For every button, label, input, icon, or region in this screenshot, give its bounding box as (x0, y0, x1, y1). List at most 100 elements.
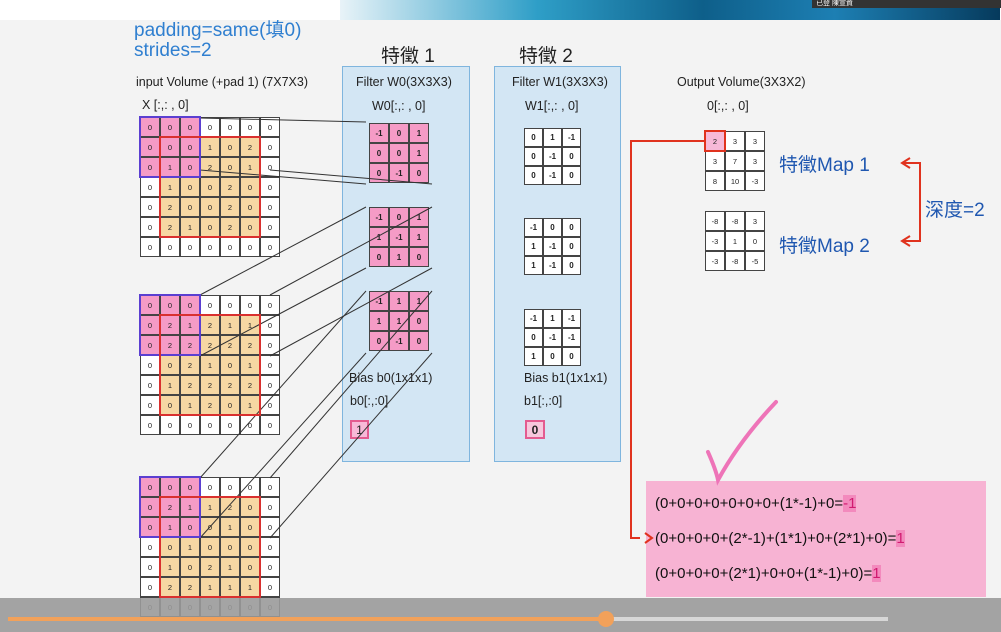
calc-line-2: (0+0+0+0+(2*-1)+(1*1)+0+(2*1)+0)=1 (655, 530, 905, 547)
grid-cell: 1 (524, 237, 543, 256)
grid-cell: -3 (705, 231, 725, 251)
grid-cell: -1 (369, 207, 389, 227)
connector-line (269, 206, 433, 296)
grid-cell: 2 (220, 375, 240, 395)
grid-cell: 2 (240, 375, 260, 395)
filter-w0-slice-label: W0[:,: , 0] (372, 99, 426, 113)
bias-b1-value: 0 (525, 420, 545, 439)
grid-cell: 2 (200, 557, 220, 577)
result-arrowhead (644, 532, 654, 544)
connector-line (199, 267, 367, 357)
grid-cell: 1 (369, 311, 389, 331)
video-progress-fill (8, 617, 607, 621)
grid-cell: 0 (220, 537, 240, 557)
connector-line (199, 169, 367, 185)
grid-cell: 1 (409, 123, 429, 143)
grid-cell: 0 (524, 166, 543, 185)
grid-cell: 2 (180, 375, 200, 395)
grid-cell: 0 (140, 197, 160, 217)
input-volume-title: input Volume (+pad 1) (7X7X3) (136, 75, 308, 89)
grid-cell: -1 (543, 147, 562, 166)
grid-cell: 0 (389, 143, 409, 163)
grid-cell: 0 (140, 415, 160, 435)
grid-cell: 3 (745, 131, 765, 151)
bias-b0-label: b0[:,:0] (350, 394, 389, 408)
grid-cell: 0 (562, 166, 581, 185)
connector-line (199, 290, 367, 479)
result-arrow (630, 140, 704, 539)
grid-cell: -8 (725, 211, 745, 231)
calc-result-1: -1 (843, 495, 857, 512)
grid-cell: 1 (409, 227, 429, 247)
input-slice-label: X [:,: , 0] (142, 98, 189, 112)
grid-cell: -1 (543, 256, 562, 275)
calc-result-3: 1 (872, 565, 881, 582)
connector-line (199, 117, 367, 123)
feature-map-2-label: 特徵Map 2 (779, 236, 870, 257)
grid-cell: 1 (725, 231, 745, 251)
grid-cell: 0 (220, 355, 240, 375)
filter-w1-title: Filter W1(3X3X3) (512, 75, 608, 89)
depth-label: 深度=2 (925, 200, 985, 221)
grid-cell: -1 (543, 328, 562, 347)
grid-cell: 1 (389, 291, 409, 311)
grid-cell: 0 (240, 477, 260, 497)
grid-cell: 0 (260, 335, 280, 355)
grid-cell: 2 (200, 375, 220, 395)
grid-cell: -1 (369, 123, 389, 143)
grid-cell: -3 (745, 171, 765, 191)
grid-cell: 1 (543, 128, 562, 147)
grid-cell: 1 (369, 227, 389, 247)
grid-cell: 0 (260, 295, 280, 315)
grid-cell: 1 (524, 347, 543, 366)
depth-arrowhead-bottom (900, 235, 911, 247)
grid-cell: -1 (524, 218, 543, 237)
checkmark-icon (706, 400, 778, 486)
connector-line (269, 290, 433, 479)
grid-cell: -1 (562, 128, 581, 147)
depth-arrowhead-top (900, 157, 911, 169)
grid-cell: 0 (369, 163, 389, 183)
grid-cell: 0 (200, 537, 220, 557)
grid-cell: 0 (543, 347, 562, 366)
grid-cell: -1 (389, 227, 409, 247)
grid-cell: 0 (562, 237, 581, 256)
grid-cell: 0 (562, 347, 581, 366)
grid-cell: 3 (745, 211, 765, 231)
grid-cell: 8 (705, 171, 725, 191)
grid-cell: 0 (389, 123, 409, 143)
grid-cell: 1 (409, 207, 429, 227)
grid-cell: -1 (543, 237, 562, 256)
depth-bracket (904, 162, 921, 242)
grid-cell: 0 (240, 197, 260, 217)
grid-cell: 0 (200, 177, 220, 197)
grid-cell: 7 (725, 151, 745, 171)
grid-cell: -1 (524, 309, 543, 328)
grid-cell: 2 (220, 177, 240, 197)
grid-cell: 1 (524, 256, 543, 275)
connector-line (269, 352, 433, 539)
grid-cell: -5 (745, 251, 765, 271)
grid-cell: 1 (543, 309, 562, 328)
grid-cell: 0 (562, 147, 581, 166)
grid-cell: 1 (220, 517, 240, 537)
grid-cell: 0 (409, 331, 429, 351)
grid-cell: -3 (705, 251, 725, 271)
calc-line-1: (0+0+0+0+0+0+0+(1*-1)+0=-1 (655, 495, 857, 512)
video-progress-knob[interactable] (598, 611, 615, 627)
video-controls (0, 598, 1001, 632)
grid-cell: 0 (200, 217, 220, 237)
grid-cell: 0 (562, 218, 581, 237)
grid-cell: 0 (524, 128, 543, 147)
grid-cell: -1 (562, 309, 581, 328)
calc-result-2: 1 (896, 530, 905, 547)
grid-cell: 0 (524, 328, 543, 347)
grid-cell: 1 (409, 143, 429, 163)
grid-cell: -1 (389, 331, 409, 351)
grid-cell: -8 (725, 251, 745, 271)
grid-cell: 1 (389, 247, 409, 267)
